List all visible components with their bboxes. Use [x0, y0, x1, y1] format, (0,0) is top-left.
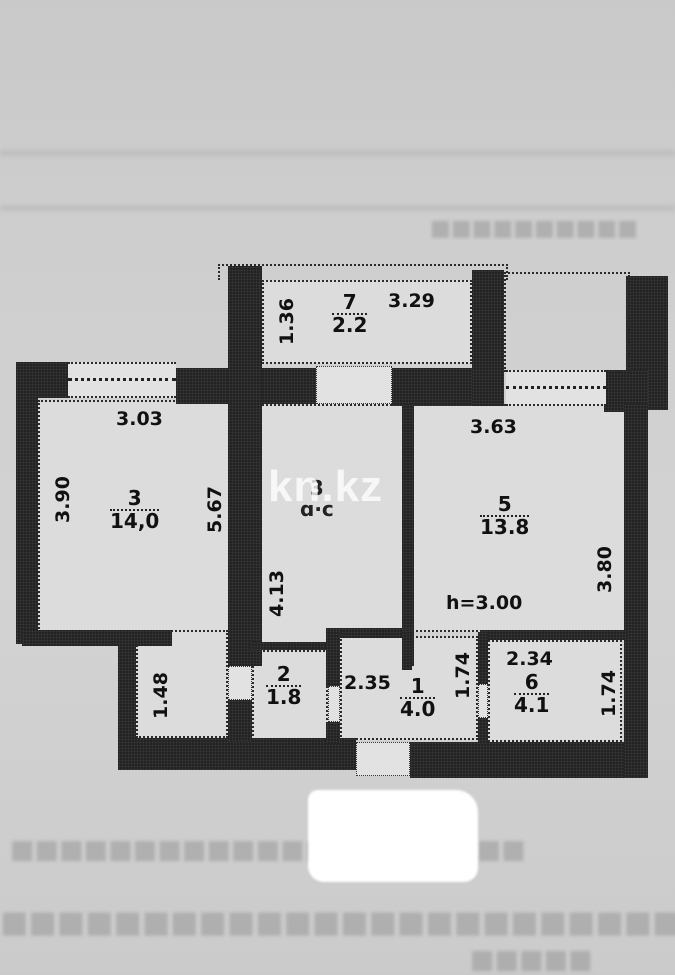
dim-hall-height: 1.74 [451, 652, 474, 699]
room-3-label: 3 14,0 [110, 488, 160, 533]
wall-bath-left [478, 632, 488, 684]
wall-bath-left-lower [478, 718, 488, 744]
room-number: 7 [332, 292, 368, 315]
door-loggia[interactable] [316, 366, 392, 404]
balcony-outline-right [504, 272, 630, 372]
door-entrance[interactable] [356, 742, 410, 776]
room-number: 3 [309, 476, 324, 500]
wall-loggia-right [472, 270, 504, 406]
dim-loggia-depth: 1.36 [275, 298, 298, 345]
room-number: 2 [266, 664, 302, 687]
window-bedroom [68, 362, 176, 398]
wall-partition-wc-top [250, 642, 330, 650]
wall-center-right [402, 404, 414, 666]
room-area: 2.2 [332, 313, 368, 337]
door-wc-left[interactable] [228, 666, 252, 700]
dim-center-height: 4.13 [265, 570, 288, 617]
room-number: 3 [110, 488, 160, 511]
room-6-label: 6 4.1 [514, 672, 550, 717]
wall-right-outer [624, 404, 648, 778]
dim-loggia-width: 3.29 [388, 290, 435, 312]
door-bath[interactable] [478, 684, 488, 718]
wall-bedroom-bottom [22, 630, 172, 646]
room-2-label: 2 1.8 [266, 664, 302, 709]
dim-bedroom-left: 3.90 [51, 476, 74, 523]
room-number: 1 [400, 676, 436, 699]
room-3-bedroom [38, 400, 230, 632]
wall-center-left-lower [228, 700, 252, 742]
room-number: 5 [480, 494, 530, 517]
room-7-label: 7 2.2 [332, 292, 368, 337]
room-area: 13.8 [480, 515, 530, 539]
wall-partition-hall-top [326, 628, 412, 638]
room-6-bath [488, 640, 622, 742]
dim-living-height: 3.80 [593, 546, 616, 593]
wall-hall-stub [402, 630, 412, 670]
window-living [506, 370, 606, 406]
room-5-label: 5 13.8 [480, 494, 530, 539]
wall-center-left [228, 266, 262, 666]
watermark: kn.kz [268, 462, 384, 511]
wall-wc-right [326, 630, 340, 686]
wall-nook-left [118, 636, 136, 770]
dim-nook-height: 1.48 [149, 672, 172, 719]
room-area: 4.0 [400, 697, 436, 721]
wall-partition-bath-top [480, 630, 626, 640]
dim-bath-width: 2.34 [506, 648, 553, 670]
wall-top-left [16, 362, 68, 398]
redaction-patch [308, 790, 478, 882]
wall-bottom-left [118, 738, 356, 770]
dim-bedroom-width: 3.03 [116, 408, 163, 430]
room-area: 1.8 [266, 685, 302, 709]
room-center-label: 3 ɑ·c [300, 478, 334, 520]
ceiling-height: h=3.00 [446, 592, 523, 614]
room-1-label: 1 4.0 [400, 676, 436, 721]
dim-living-width: 3.63 [470, 416, 517, 438]
loggia-outline [218, 264, 508, 280]
dim-bedroom-height: 5.67 [203, 486, 226, 533]
room-area: 14,0 [110, 509, 160, 533]
room-area: 4.1 [514, 693, 550, 717]
room-1-hall [340, 636, 478, 740]
wall-wc-right-lower [326, 722, 340, 744]
paper-streak [0, 150, 675, 156]
room-area: ɑ·c [300, 497, 334, 521]
door-wc-hall[interactable] [328, 686, 340, 722]
wall-bottom-right [410, 742, 648, 778]
paper-streak [0, 205, 675, 211]
dim-hall-width: 2.35 [344, 672, 391, 694]
room-7-loggia [262, 280, 472, 364]
wall-left-outer [16, 362, 38, 644]
dim-bath-height: 1.74 [597, 670, 620, 717]
room-3-lower-nook [136, 630, 228, 738]
room-number: 6 [514, 672, 550, 695]
